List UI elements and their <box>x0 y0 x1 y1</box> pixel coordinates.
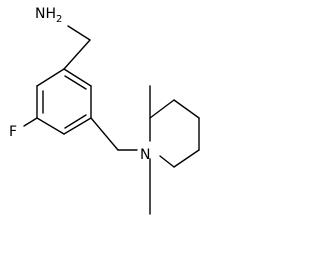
ring-bond-4 <box>36 117 65 135</box>
pip-bond-3 <box>173 99 200 119</box>
fluorine-label: F <box>9 124 17 140</box>
ring-double-bond-2 <box>64 114 87 129</box>
ring-bond-1 <box>63 68 92 87</box>
linker-bond-1 <box>90 117 119 151</box>
ring-bond-3 <box>63 117 92 135</box>
amine-main: NH <box>35 6 56 22</box>
pip-bond-5 <box>173 149 200 168</box>
fluorine-bond <box>23 117 38 127</box>
benzene-ring <box>36 68 92 135</box>
ring-double-bond-1 <box>64 75 87 90</box>
aminomethyl-bond-1 <box>63 39 91 70</box>
ring-bond-6 <box>36 68 65 87</box>
pip-bond-2 <box>149 99 175 119</box>
nitrogen-label: N <box>140 147 150 163</box>
aminomethyl-bond-2 <box>67 25 91 41</box>
piperidine-ring <box>149 99 200 168</box>
molecule-diagram: NH2 F N <box>9 6 200 215</box>
amine-label: NH2 <box>35 6 62 25</box>
structure-canvas: NH2 F N <box>9 6 200 215</box>
pip-bond-6 <box>159 155 175 168</box>
amine-subscript: 2 <box>56 14 62 25</box>
